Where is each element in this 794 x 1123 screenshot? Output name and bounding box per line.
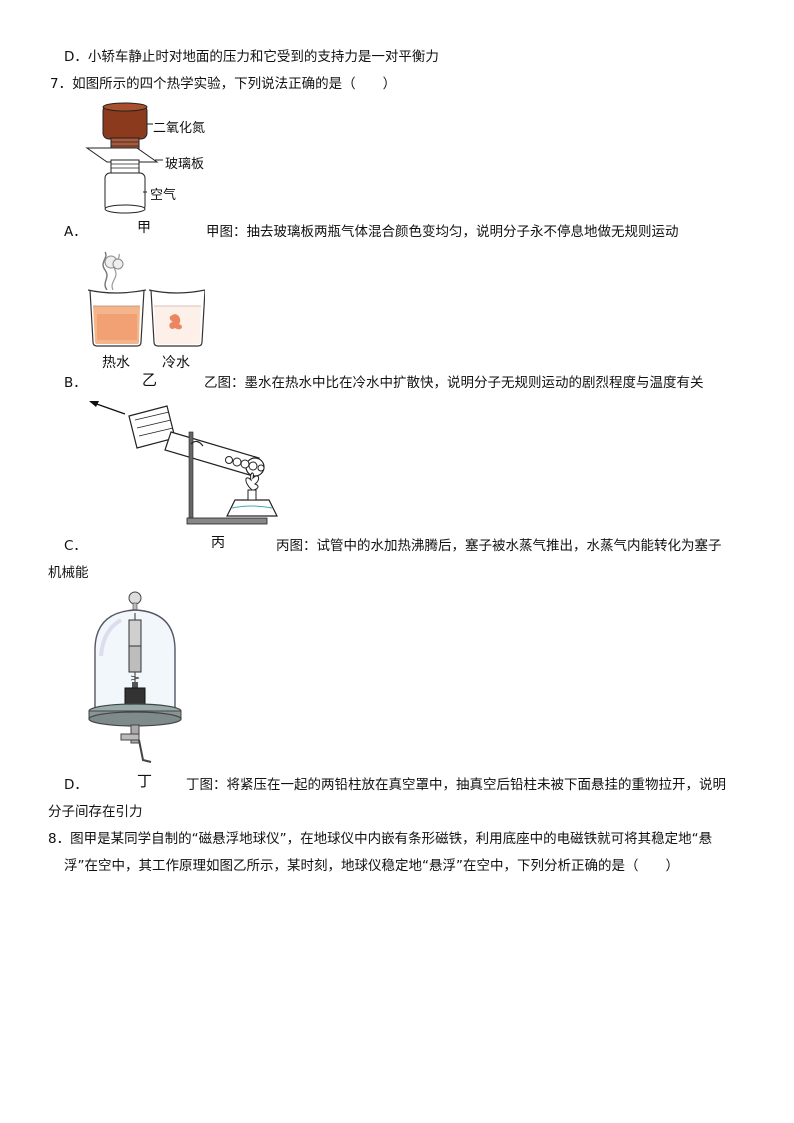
q7-option-d-text: 丁图：将紧压在一起的两铅柱放在真空罩中，抽真空后铅柱未被下面悬挂的重物拉开，说明 — [186, 777, 726, 793]
q7-option-b-letter: B． — [64, 375, 87, 391]
q7-option-d-text-continued: 分子间存在引力 — [48, 804, 143, 820]
figure-ding-caption: 丁 — [137, 772, 153, 790]
figure-yi-caption: 乙 — [142, 371, 158, 389]
figure-jia-label-glass-plate: 玻璃板 — [165, 157, 205, 172]
figure-ding-lead-cylinders — [88, 591, 182, 763]
q7-option-b-text: 乙图：墨水在热水中比在冷水中扩散快，说明分子无规则运动的剧烈程度与温度有关 — [204, 375, 704, 391]
figure-yi-label-hot-water: 热水 — [102, 355, 130, 371]
q8-stem-line2: 浮”在空中，其工作原理如图乙所示，某时刻，地球仪稳定地“悬浮”在空中，下列分析正… — [64, 858, 679, 874]
figure-jia-label-no2: 二氧化氮 — [153, 121, 206, 136]
figure-jia-caption: 甲 — [137, 220, 151, 236]
figure-jia-gas-diffusion — [85, 102, 163, 214]
q6-option-d: D．小轿车静止时对地面的压力和它受到的支持力是一对平衡力 — [64, 49, 439, 65]
q7-option-a-text: 甲图：抽去玻璃板两瓶气体混合颜色变均匀，说明分子永不停息地做无规则运动 — [206, 224, 679, 240]
q7-option-c-text-continued: 机械能 — [48, 565, 89, 581]
q7-option-d-letter: D． — [64, 777, 88, 793]
q7-option-c-letter: C． — [64, 538, 87, 554]
figure-jia-label-air: 空气 — [150, 188, 177, 203]
q8-stem-line1: 8．图甲是某同学自制的“磁悬浮地球仪”，在地球仪中内嵌有条形磁铁，利用底座中的电… — [48, 831, 713, 847]
q7-option-a-letter: A． — [64, 224, 87, 240]
figure-bing-steam-cork — [89, 401, 278, 525]
q7-option-c-text: 丙图：试管中的水加热沸腾后，塞子被水蒸气推出，水蒸气内能转化为塞子 — [276, 538, 722, 554]
figure-bing-caption: 丙 — [211, 535, 225, 551]
q7-stem: 7．如图所示的四个热学实验，下列说法正确的是（ ） — [50, 76, 397, 92]
figure-yi-ink-diffusion — [87, 251, 205, 347]
figure-yi-label-cold-water: 冷水 — [162, 355, 190, 371]
